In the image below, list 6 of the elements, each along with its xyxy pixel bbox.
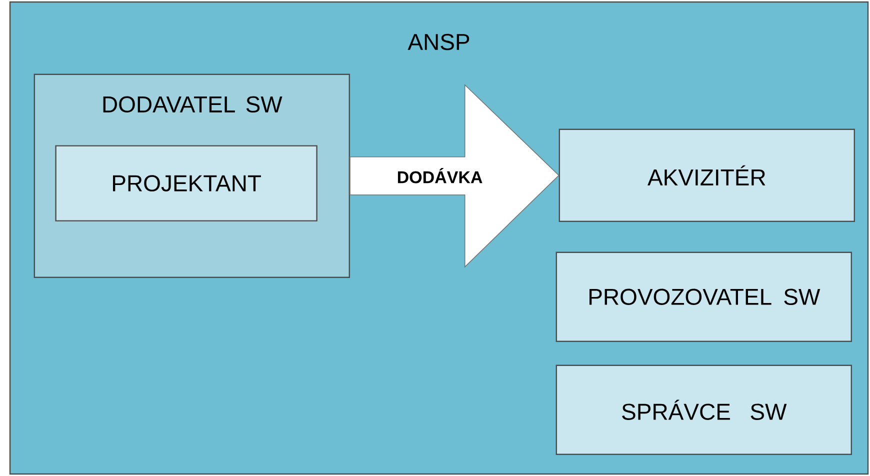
box: PROJEKTANT (55, 145, 318, 222)
box: SPRÁVCE SW (556, 364, 852, 455)
box: AKVIZITÉR (558, 128, 855, 222)
block-arrow (350, 84, 560, 268)
edge-label: DODÁVKA (396, 167, 484, 184)
box: PROVOZOVATEL SW (556, 252, 852, 342)
